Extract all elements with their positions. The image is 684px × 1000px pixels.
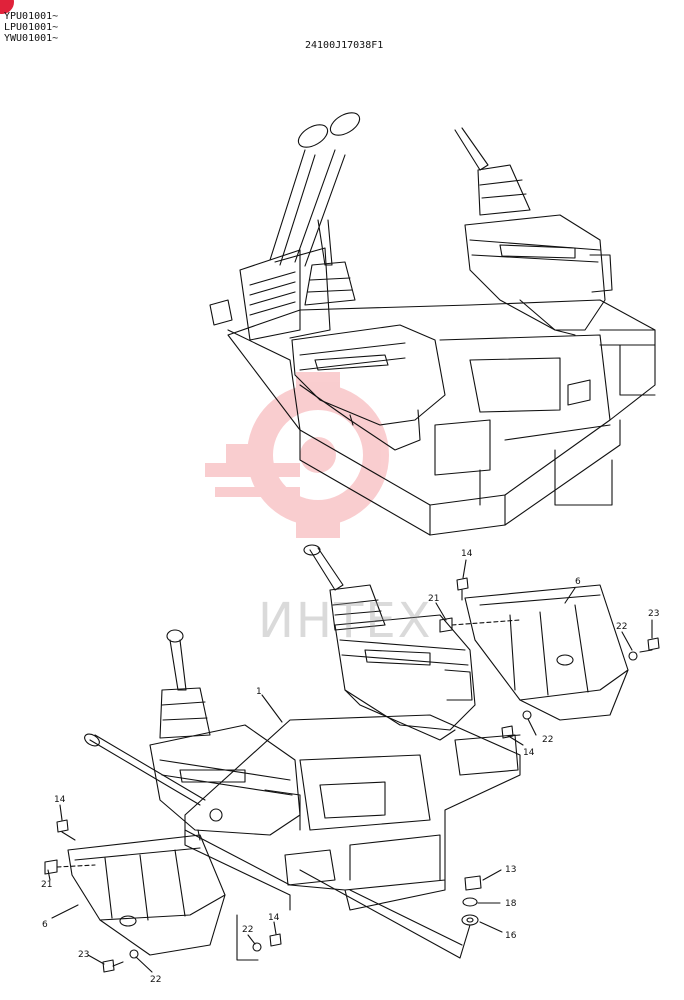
serial-range-list: YPU01001~ LPU01001~ YWU01001~ bbox=[4, 11, 58, 44]
callout-label: 22 bbox=[616, 622, 627, 632]
document-number: 24100J17038F1 bbox=[305, 40, 384, 51]
callout-label: 14 bbox=[268, 913, 280, 923]
serial-range: YWU01001~ bbox=[4, 33, 59, 44]
callout-label: 1 bbox=[256, 687, 262, 697]
callout-label: 6 bbox=[575, 577, 581, 587]
watermark-logo bbox=[205, 372, 389, 538]
lower-assembly bbox=[84, 544, 521, 911]
callout-label: 21 bbox=[41, 880, 52, 890]
fasteners bbox=[44, 577, 660, 973]
callout-labels: 14 21 6 22 23 22 14 1 14 21 6 23 22 22 1… bbox=[41, 549, 659, 985]
callout-label: 14 bbox=[54, 795, 66, 805]
callout-label: 22 bbox=[242, 925, 253, 935]
callout-label: 13 bbox=[505, 865, 516, 875]
watermark-text: ИНТЕХ bbox=[258, 593, 433, 649]
callout-label: 22 bbox=[542, 735, 553, 745]
callout-label: 21 bbox=[428, 594, 439, 604]
callout-label: 14 bbox=[523, 748, 535, 758]
callout-label: 18 bbox=[505, 899, 517, 909]
callout-label: 16 bbox=[505, 931, 517, 941]
cover-left bbox=[67, 834, 226, 956]
callout-label: 14 bbox=[461, 549, 473, 559]
serial-range: YPU01001~ bbox=[4, 11, 59, 22]
callout-label: 6 bbox=[42, 920, 48, 930]
serial-range: LPU01001~ bbox=[4, 22, 59, 33]
callout-label: 22 bbox=[150, 975, 161, 985]
cover-right bbox=[464, 584, 629, 721]
leader-lines bbox=[47, 559, 653, 973]
callout-label: 23 bbox=[648, 609, 659, 619]
callout-label: 23 bbox=[78, 950, 89, 960]
upper-assembly bbox=[209, 112, 656, 536]
